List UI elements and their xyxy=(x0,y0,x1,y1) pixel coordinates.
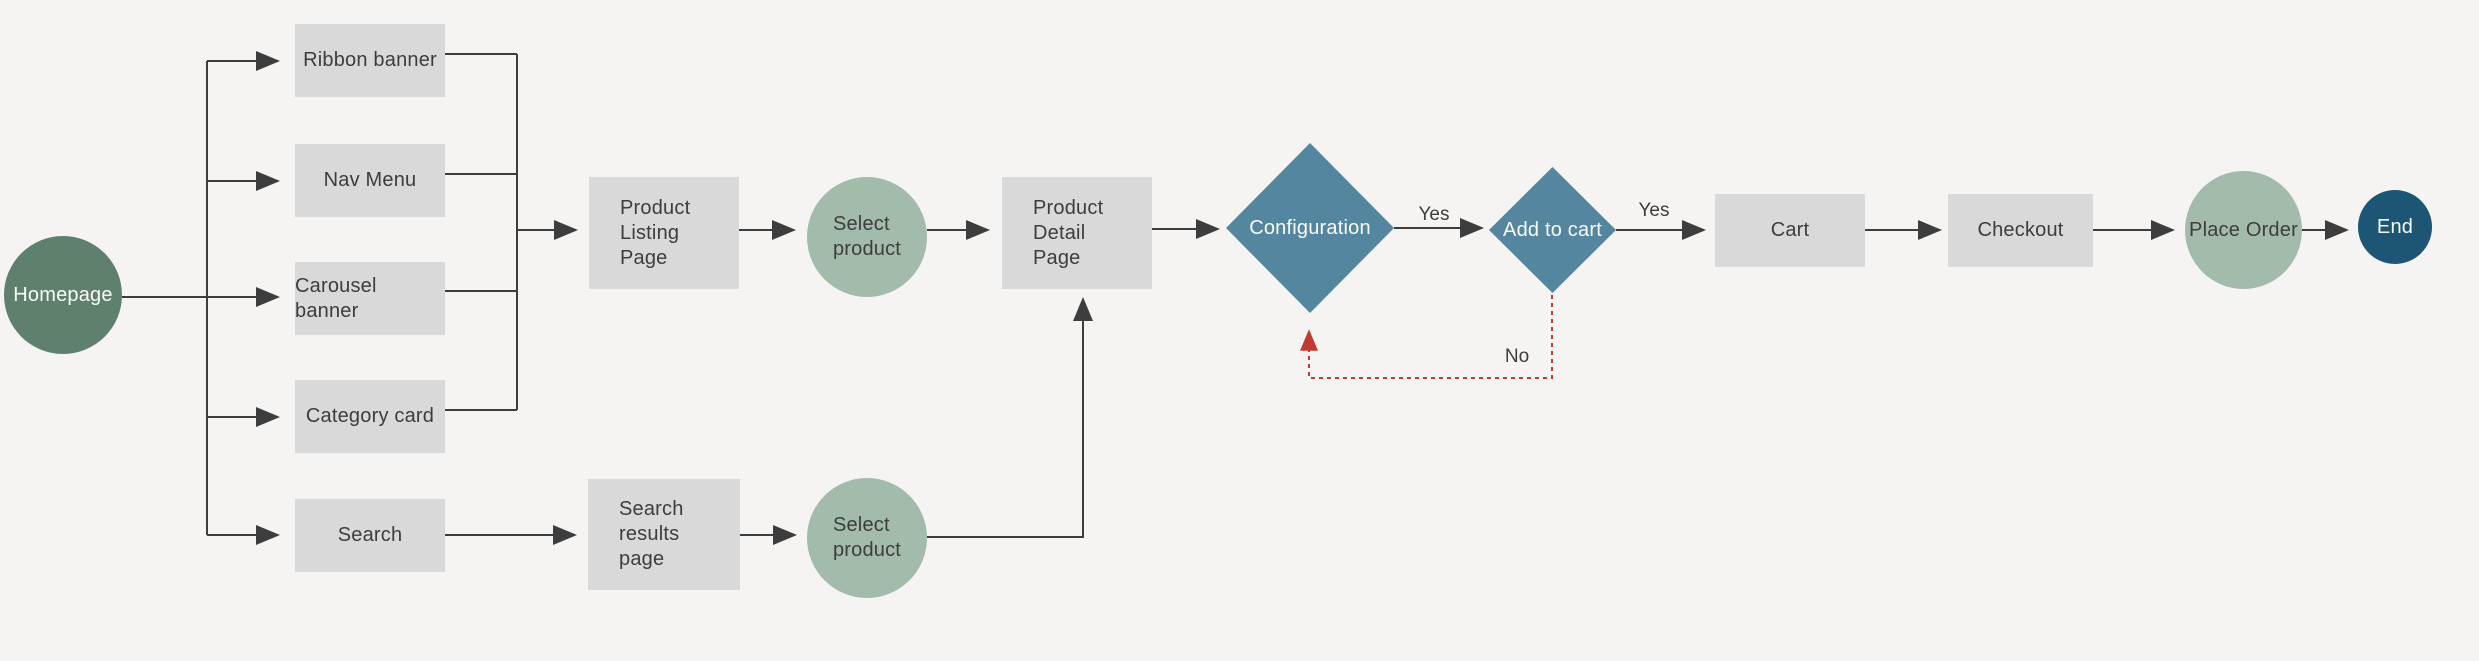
node-ribbon-banner[interactable]: Ribbon banner xyxy=(295,24,445,97)
edge-label-add-to-cart-yes: Yes xyxy=(1638,200,1670,221)
node-search[interactable]: Search xyxy=(295,499,445,572)
node-product-detail-page-label: Product Detail Page xyxy=(1033,196,1104,269)
node-configuration-label: Configuration xyxy=(1249,216,1371,239)
node-product-listing-page[interactable]: Product Listing Page xyxy=(589,177,739,289)
node-homepage[interactable]: Homepage xyxy=(4,236,122,354)
node-search-results-page[interactable]: Search results page xyxy=(588,479,740,590)
node-select-product-bottom[interactable]: Select product xyxy=(807,478,927,598)
node-homepage-label: Homepage xyxy=(13,283,113,306)
node-carousel-banner-label: Carousel banner xyxy=(295,274,377,322)
node-add-to-cart-label: Add to cart xyxy=(1503,218,1602,241)
edge-label-add-to-cart-no: No xyxy=(1504,346,1530,367)
node-product-listing-page-label: Product Listing Page xyxy=(620,196,691,269)
node-checkout[interactable]: Checkout xyxy=(1948,194,2093,267)
node-configuration[interactable]: Configuration xyxy=(1226,143,1394,313)
node-nav-menu-label: Nav Menu xyxy=(323,169,417,191)
node-end-label: End xyxy=(2376,215,2414,238)
node-search-results-page-label: Search results page xyxy=(619,498,684,570)
node-cart-label: Cart xyxy=(1770,219,1810,241)
node-carousel-banner[interactable]: Carousel banner xyxy=(295,262,445,335)
node-ribbon-banner-label: Ribbon banner xyxy=(303,49,437,71)
node-nav-menu[interactable]: Nav Menu xyxy=(295,144,445,217)
node-search-label: Search xyxy=(337,524,403,546)
node-place-order[interactable]: Place Order xyxy=(2185,171,2302,289)
node-place-order-label: Place Order xyxy=(2189,218,2298,241)
node-select-product-top-label: Select product xyxy=(832,213,902,260)
node-cart[interactable]: Cart xyxy=(1715,194,1865,267)
node-category-card[interactable]: Category card xyxy=(295,380,445,453)
node-end[interactable]: End xyxy=(2358,190,2432,264)
node-add-to-cart[interactable]: Add to cart xyxy=(1489,167,1616,293)
node-select-product-top[interactable]: Select product xyxy=(807,177,927,297)
edge-label-configuration-yes: Yes xyxy=(1418,204,1450,225)
node-product-detail-page[interactable]: Product Detail Page xyxy=(1002,177,1152,289)
node-category-card-label: Category card xyxy=(305,405,435,427)
node-checkout-label: Checkout xyxy=(1977,219,2064,241)
node-select-product-bottom-label: Select product xyxy=(832,514,902,561)
